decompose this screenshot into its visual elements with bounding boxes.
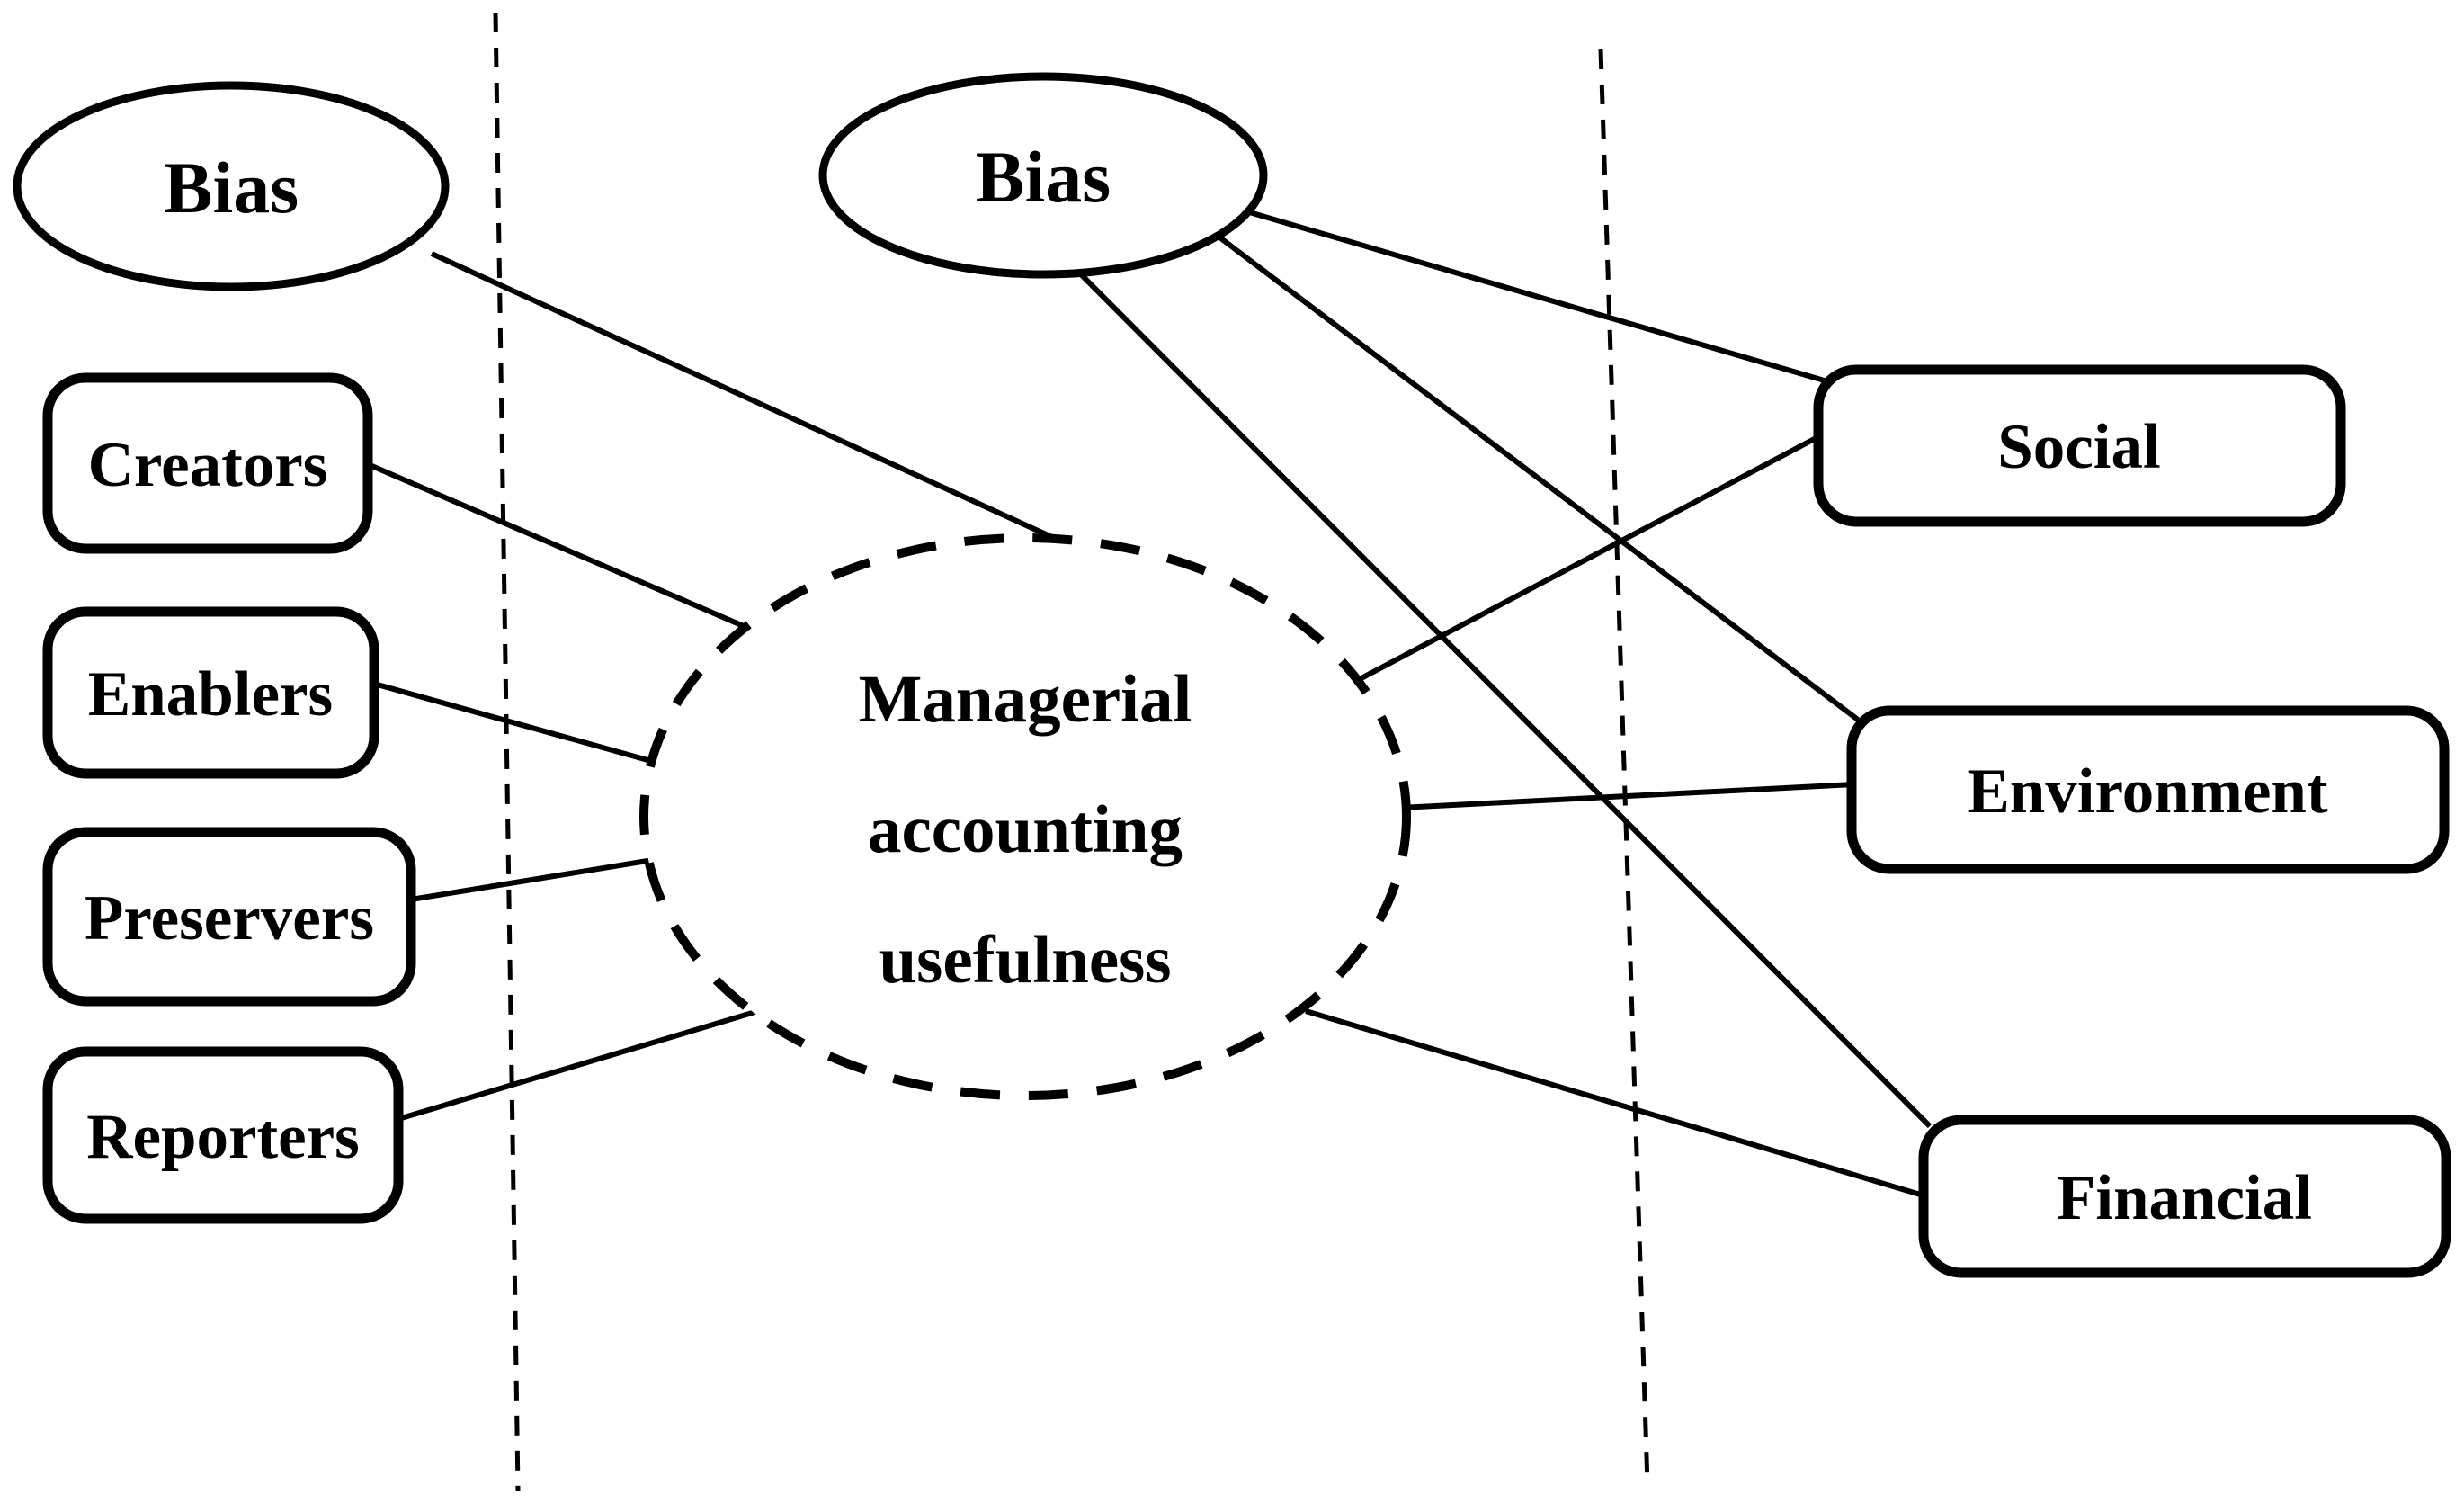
node-creators: Creators	[42, 372, 373, 554]
node-usefulness: Managerial accounting usefulness	[639, 533, 1411, 1100]
creators-box	[42, 372, 373, 554]
bias-center-label: Bias	[976, 136, 1111, 218]
right-dashed-separator	[1598, 49, 1650, 1485]
connector-creators-to-usefulness	[366, 461, 754, 632]
connector-bias-left-to-usefulness	[430, 251, 1067, 546]
social-box	[1813, 364, 2346, 527]
connector-reporters-to-usefulness	[397, 1008, 759, 1122]
creators-label: Creators	[88, 430, 328, 500]
usefulness-label-line2: accounting	[868, 792, 1183, 867]
environment-box	[1846, 705, 2450, 874]
enablers-label: Enablers	[88, 659, 333, 730]
reporters-label: Reporters	[86, 1102, 360, 1172]
node-financial: Financial	[1918, 1115, 2451, 1278]
bias-center-ellipse	[818, 72, 1268, 279]
connector-usefulness-to-environment	[1399, 782, 1855, 810]
connector-bias-center-to-environment	[1217, 234, 1860, 722]
enablers-box	[42, 606, 379, 779]
connector-bias-center-to-financial	[1076, 270, 1933, 1129]
node-social: Social	[1813, 364, 2346, 527]
preservers-box	[42, 827, 416, 1007]
bias-left-ellipse	[13, 81, 450, 291]
usefulness-dashed-ellipse	[639, 533, 1411, 1100]
bias-left-label: Bias	[164, 147, 299, 228]
connector-enablers-to-usefulness	[373, 681, 658, 765]
left-dashed-separator	[493, 12, 521, 1491]
node-preservers: Preservers	[42, 827, 416, 1007]
node-enablers: Enablers	[42, 606, 379, 779]
financial-box	[1918, 1115, 2451, 1278]
preservers-label: Preservers	[85, 883, 374, 953]
social-label: Social	[1997, 412, 2160, 482]
connector-preservers-to-usefulness	[410, 857, 654, 902]
environment-label: Environment	[1967, 756, 2327, 827]
node-reporters: Reporters	[42, 1046, 404, 1224]
usefulness-label-line3: usefulness	[879, 923, 1171, 998]
usefulness-label-line1: Managerial	[859, 662, 1192, 737]
node-environment: Environment	[1846, 705, 2450, 874]
reporters-box	[42, 1046, 404, 1224]
financial-label: Financial	[2057, 1163, 2312, 1233]
connector-usefulness-to-financial	[1305, 1008, 1927, 1199]
node-bias-center: Bias	[818, 72, 1268, 279]
node-bias-left: Bias	[13, 81, 450, 291]
connector-bias-center-to-social	[1245, 209, 1828, 384]
connector-usefulness-to-social	[1356, 433, 1823, 683]
